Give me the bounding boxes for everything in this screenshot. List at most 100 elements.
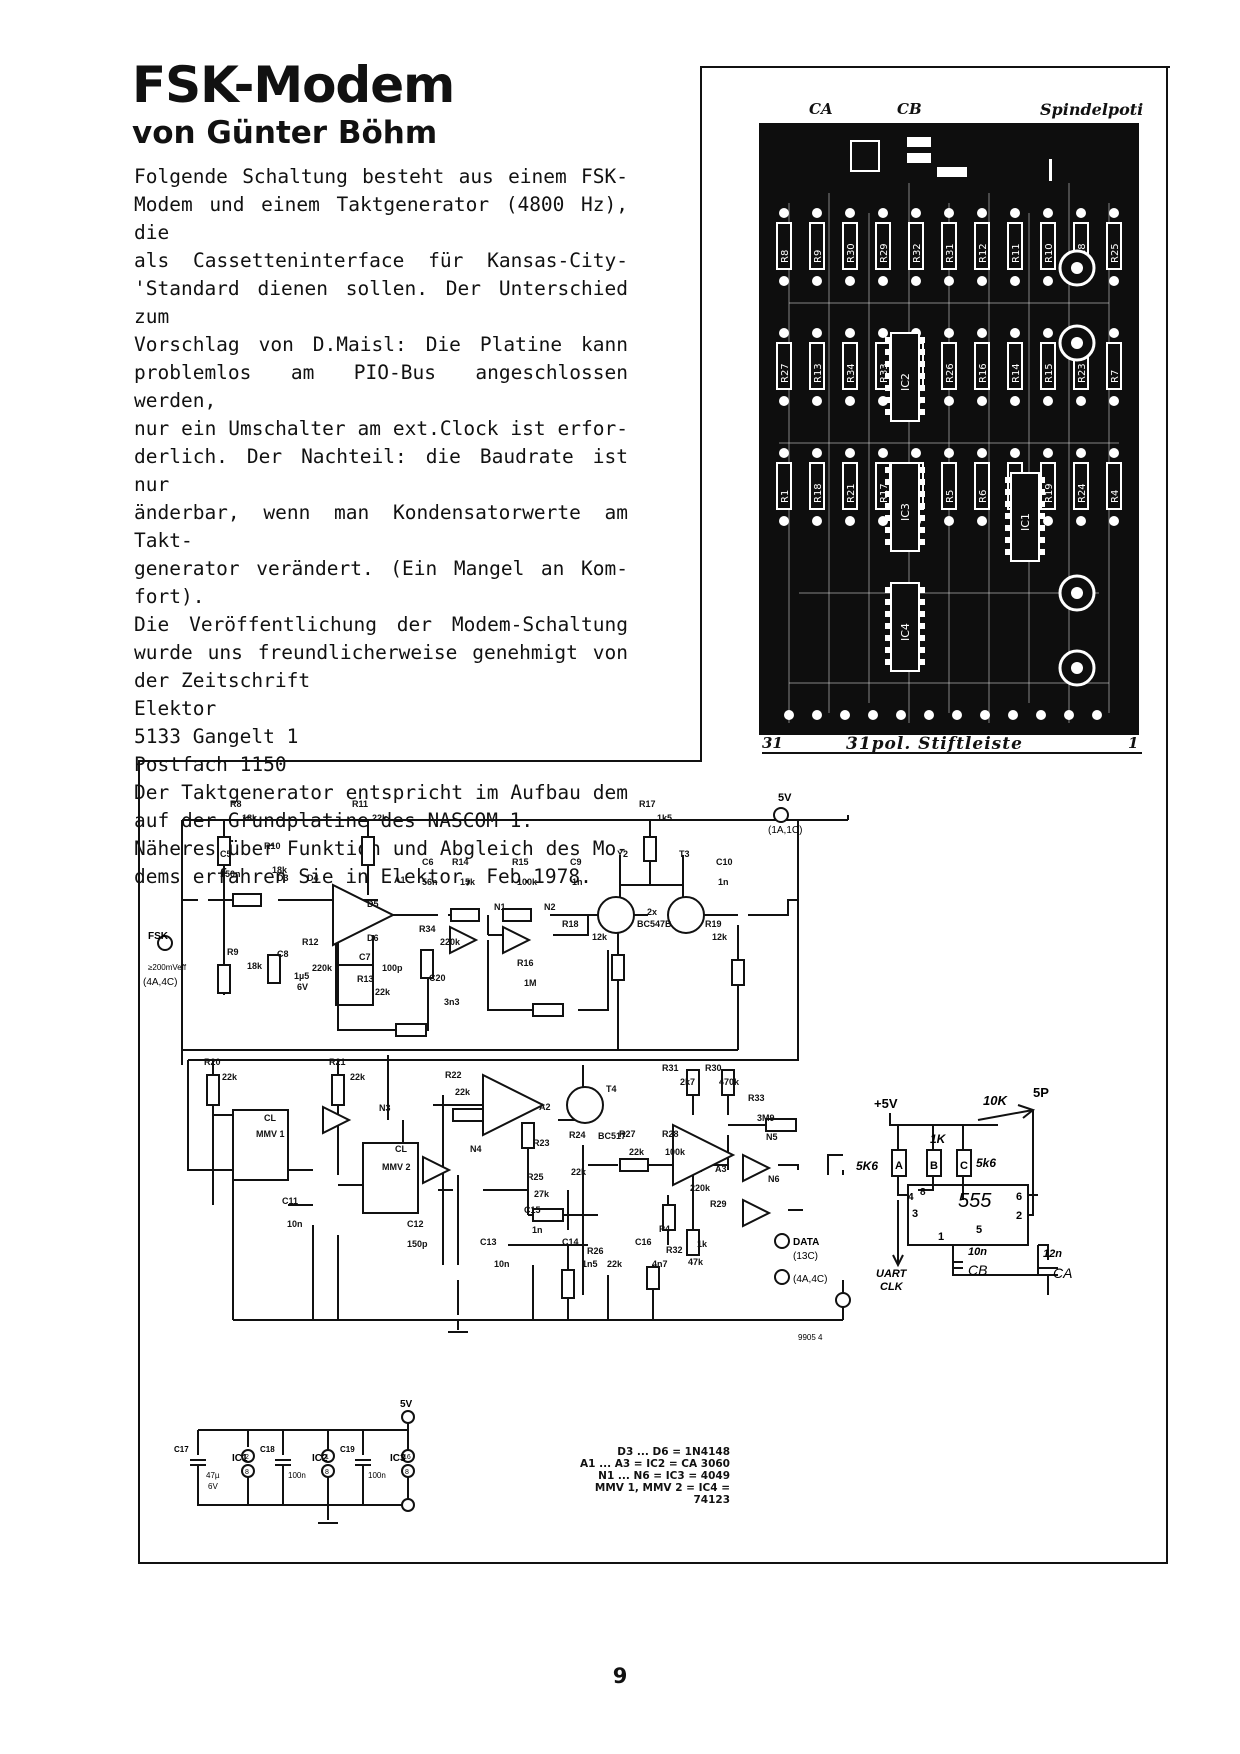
schematic-label: MMV 1 <box>256 1129 285 1139</box>
decoupling-circuit <box>190 1423 409 1524</box>
pcb-resistor-outline <box>1106 342 1122 390</box>
pcb-resistor-outline <box>809 222 825 270</box>
schematic-label: 470k <box>719 1077 740 1087</box>
pcb-trimmer-center <box>1071 262 1083 274</box>
pcb-pad <box>779 516 789 526</box>
pcb-ic-pin <box>1039 549 1045 555</box>
pcb-label-connector: 31pol. Stiftleiste <box>846 734 1023 754</box>
schematic-label: 100p <box>382 963 403 973</box>
schematic-label: 1n <box>718 877 729 887</box>
pcb-resistor-label: R26 <box>945 363 956 383</box>
schematic-label: CL <box>264 1113 276 1123</box>
pcb-resistor-label: R25 <box>1110 243 1121 263</box>
schematic-label: D4 <box>307 873 319 883</box>
pcb-resistor-outline <box>1073 462 1089 510</box>
pcb-pad <box>911 448 921 458</box>
schematic-label: 220k <box>440 937 461 947</box>
pcb-pad <box>878 448 888 458</box>
schematic-label: C15 <box>524 1205 541 1215</box>
pcb-resistor-outline <box>776 462 792 510</box>
schematic-label: 18k <box>242 813 258 823</box>
schematic-label: R12 <box>302 937 319 947</box>
schematic-label: R22 <box>445 1070 462 1080</box>
timer-ca-value: 12n <box>1043 1248 1062 1260</box>
pcb-connector-pad <box>1036 710 1046 720</box>
schematic-label: 1k5 <box>657 813 672 823</box>
pcb-ic-pin <box>885 527 891 533</box>
pcb-label-spindelpoti: Spindelpoti <box>1040 100 1144 119</box>
pcb-pad <box>944 208 954 218</box>
article-author: von Günter Böhm <box>132 115 438 151</box>
timer-rc-value: 5k6 <box>976 1156 996 1170</box>
pcb-ic-label: IC3 <box>899 503 912 521</box>
timer-pin3: 3 <box>912 1208 918 1220</box>
schematic-label: 2x <box>647 907 657 917</box>
schematic-label: R30 <box>705 1063 722 1073</box>
pcb-pad <box>1109 448 1119 458</box>
pcb-resistor-outline <box>1007 222 1023 270</box>
pcb-pad <box>1109 396 1119 406</box>
body-line: nur ein Umschalter am ext.Clock ist erfo… <box>134 417 628 440</box>
pcb-ic-pin <box>1039 537 1045 543</box>
timer-cb-name: CB <box>968 1262 987 1278</box>
schematic-label: R15 <box>512 857 529 867</box>
pcb-resistor-label: R21 <box>846 483 857 503</box>
pcb-label-ca: CA <box>809 100 833 118</box>
pcb-ic-pin <box>885 623 891 629</box>
article-title: FSK-Modem <box>132 56 455 114</box>
pcb-ic-pin <box>919 491 925 497</box>
frame-divider-vertical <box>700 66 702 762</box>
body-line: Vorschlag von D.Maisl: Die Platine kann <box>134 333 628 356</box>
pcb-connector-pad <box>840 710 850 720</box>
component-legend: D3 ... D6 = 1N4148 A1 ... A3 = IC2 = CA … <box>560 1446 730 1506</box>
pcb-pad <box>878 208 888 218</box>
pcb-pad <box>812 276 822 286</box>
schematic-label: 18k <box>272 865 288 875</box>
schematic-label: A2 <box>539 1102 551 1112</box>
pcb-pad <box>944 276 954 286</box>
schematic-label: 22k <box>607 1259 623 1269</box>
decoupling-ic1-bot: 8 <box>245 1469 249 1476</box>
schematic-label: C12 <box>407 1219 424 1229</box>
pcb-ic-pin <box>919 385 925 391</box>
schematic-label: C9 <box>570 857 582 867</box>
pcb-label-pin31: 31 <box>762 734 783 752</box>
fsk-pins-label: (4A,4C) <box>143 977 177 988</box>
schematic-label: BC517 <box>598 1131 626 1141</box>
pcb-resistor-outline <box>1106 462 1122 510</box>
pcb-resistor-label: R16 <box>978 363 989 383</box>
pcb-ic-pin <box>919 527 925 533</box>
schematic-label: 150n <box>220 869 241 879</box>
pcb-pad <box>845 516 855 526</box>
schematic-label: R24 <box>569 1130 586 1140</box>
schematic-label: 56n <box>422 877 438 887</box>
pcb-pad <box>779 208 789 218</box>
pcb-resistor-outline <box>1040 342 1056 390</box>
schematic-label: D3 <box>277 873 289 883</box>
pcb-resistor-label: R4 <box>1110 490 1121 503</box>
pcb-ic-pin <box>1039 501 1045 507</box>
schematic-label: A3 <box>715 1164 727 1174</box>
schematic-label: 220k <box>312 963 333 973</box>
body-line: problemlos am PIO-Bus angeschlossen werd… <box>134 361 628 412</box>
pcb-pad <box>1109 328 1119 338</box>
decoupling-ic2-top: 1 <box>325 1454 329 1461</box>
pcb-pad <box>845 208 855 218</box>
schematic-label: 100k <box>517 877 538 887</box>
pcb-top-pad <box>907 137 931 147</box>
data-output-label: DATA <box>793 1237 819 1248</box>
pcb-ic-pin <box>919 503 925 509</box>
pcb-ic-pin <box>919 599 925 605</box>
pcb-pad <box>1043 328 1053 338</box>
timer-rc: C <box>960 1160 968 1172</box>
pcb-resistor-label: R27 <box>780 363 791 383</box>
pcb-ic-pin <box>885 491 891 497</box>
decoupling-c19: C19 <box>340 1445 355 1454</box>
schematic-label: N2 <box>544 902 556 912</box>
schematic-label: R26 <box>587 1246 604 1256</box>
pcb-ic-pin <box>1039 513 1045 519</box>
timer-ra-value: 5K6 <box>856 1159 878 1173</box>
pcb-ic-pin <box>919 349 925 355</box>
schematic-label: 22k <box>629 1147 645 1157</box>
pcb-baseline <box>762 752 1142 754</box>
